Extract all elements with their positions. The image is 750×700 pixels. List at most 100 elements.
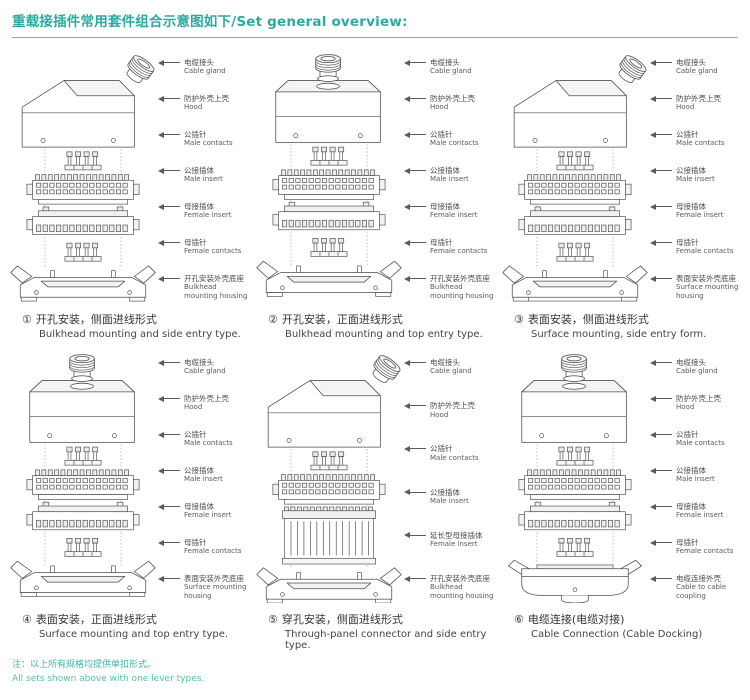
part-label-en: Male insert <box>184 475 223 484</box>
page-title: 重载接插件常用套件组合示意图如下/Set general overview: <box>12 14 408 30</box>
part-label-en: Cable gland <box>184 367 226 376</box>
part-label-zh: 电缆接头 <box>676 358 706 367</box>
leader-arrow-icon <box>404 575 426 582</box>
part-label-en: Hood <box>184 403 203 412</box>
part-label-zh: 防护外壳上壳 <box>184 394 229 404</box>
part-label-en: Surface mounting housing <box>184 583 247 601</box>
part-label-zh: 母接插体 <box>676 202 706 212</box>
leader-arrow-icon <box>158 131 180 138</box>
part-label-en: Male insert <box>430 175 469 184</box>
part-label-en: Male insert <box>676 175 715 184</box>
panel-number: ① <box>22 313 32 326</box>
part-label-zh: 公插针 <box>430 130 453 140</box>
part-label-en: Female insert <box>676 211 724 220</box>
leader-arrow-icon <box>650 95 672 102</box>
leader-arrow-icon <box>158 575 180 582</box>
part-label-en: Cable gland <box>676 367 718 376</box>
panel-number: ⑤ <box>268 613 278 626</box>
leader-arrow-icon <box>650 431 672 438</box>
part-label-en: Cable gland <box>430 367 472 376</box>
part-label-en: Hood <box>676 103 695 112</box>
part-label-zh: 母插针 <box>184 538 207 548</box>
caption-zh: 表面安装，正面进线形式 <box>35 613 157 626</box>
leader-arrow-icon <box>404 203 426 210</box>
title-divider <box>12 37 738 38</box>
caption-en: Cable Connection (Cable Docking) <box>531 629 703 640</box>
part-label-en: Female contacts <box>430 247 488 256</box>
part-label-en: Male insert <box>430 497 469 506</box>
panel-number: ⑥ <box>514 613 524 626</box>
caption-zh: 开孔安装，正面进线形式 <box>281 313 403 326</box>
part-label-en: Cable gland <box>184 67 226 76</box>
leader-arrow-icon <box>404 59 426 66</box>
part-label-en: Male insert <box>676 475 715 484</box>
exploded-view-drawing <box>256 54 402 297</box>
leader-arrow-icon <box>650 275 672 282</box>
part-label-zh: 公插针 <box>676 130 699 140</box>
leader-arrow-icon <box>158 395 180 402</box>
part-label-en: Female contacts <box>676 247 734 256</box>
leader-arrow-icon <box>158 431 180 438</box>
part-label-zh: 母插针 <box>676 538 699 548</box>
part-label-zh: 电缆连接外壳 <box>676 574 721 584</box>
caption-en: Surface mounting, side entry form. <box>531 329 707 340</box>
leader-arrow-icon <box>650 59 672 66</box>
part-label-en: Male contacts <box>676 439 725 448</box>
part-label-en: Cable gland <box>430 67 472 76</box>
part-label-en: Hood <box>184 103 203 112</box>
leader-arrow-icon <box>650 503 672 510</box>
leader-arrow-icon <box>158 203 180 210</box>
part-label-zh: 延长型母接插体 <box>430 530 483 540</box>
part-label-en: Hood <box>430 410 449 419</box>
part-label-zh: 开孔安装外壳底座 <box>430 574 490 584</box>
